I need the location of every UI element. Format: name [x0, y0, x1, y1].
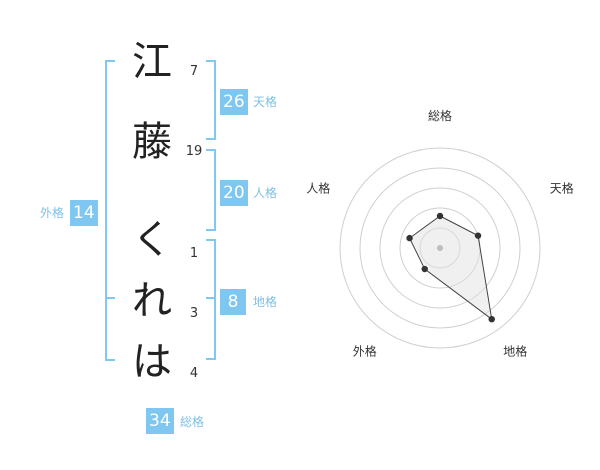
radar-axis-label: 天格 — [550, 180, 574, 195]
name-char-5: は — [132, 339, 172, 385]
radar-data-point — [474, 232, 482, 239]
chikaku-value: 8 — [220, 289, 246, 315]
soukaku-value: 34 — [146, 408, 174, 434]
radar-data-point — [436, 212, 444, 220]
tenkaku-label: 天格 — [253, 95, 278, 109]
radar-grid-ring — [419, 227, 461, 269]
radar-data-point — [488, 315, 495, 323]
name-char-2: 藤 — [132, 119, 172, 165]
radar-series-polygon — [408, 215, 493, 321]
gaikaku-bracket — [105, 60, 115, 361]
radar-axis-label: 総格 — [428, 108, 452, 123]
stroke-count-4: 3 — [189, 306, 199, 321]
radar-data-point — [421, 265, 428, 273]
radar-center-dot — [437, 245, 443, 251]
tenkaku-bracket — [206, 60, 216, 140]
gaikaku-label: 外格 — [40, 206, 65, 220]
radar-axis-label: 外格 — [353, 344, 377, 359]
chikaku-label: 地格 — [253, 295, 278, 309]
tenkaku-value: 26 — [220, 89, 248, 115]
stroke-count-3: 1 — [189, 246, 199, 261]
radar-axis-label: 人格 — [306, 180, 330, 195]
radar-grid-ring — [379, 187, 501, 309]
gaikaku-bracket-tick — [107, 297, 115, 299]
radar-grid-ring — [399, 207, 481, 289]
name-char-4: れ — [132, 278, 172, 324]
radar-axis-label: 地格 — [503, 344, 527, 359]
stroke-count-1: 7 — [189, 64, 199, 79]
jinkaku-label: 人格 — [253, 186, 278, 200]
stroke-count-5: 4 — [189, 366, 199, 381]
gaikaku-value: 14 — [70, 200, 98, 226]
chikaku-bracket-tick — [206, 297, 214, 299]
jinkaku-bracket — [206, 149, 216, 231]
name-char-1: 江 — [132, 39, 172, 85]
radar-grid-ring — [339, 147, 541, 349]
stroke-count-2: 19 — [185, 144, 203, 159]
jinkaku-value: 20 — [220, 180, 248, 206]
radar-data-point — [406, 234, 413, 242]
name-char-3: く — [132, 217, 172, 263]
soukaku-label: 総格 — [180, 415, 205, 429]
chikaku-bracket — [206, 239, 216, 360]
radar-grid-ring — [359, 167, 521, 329]
